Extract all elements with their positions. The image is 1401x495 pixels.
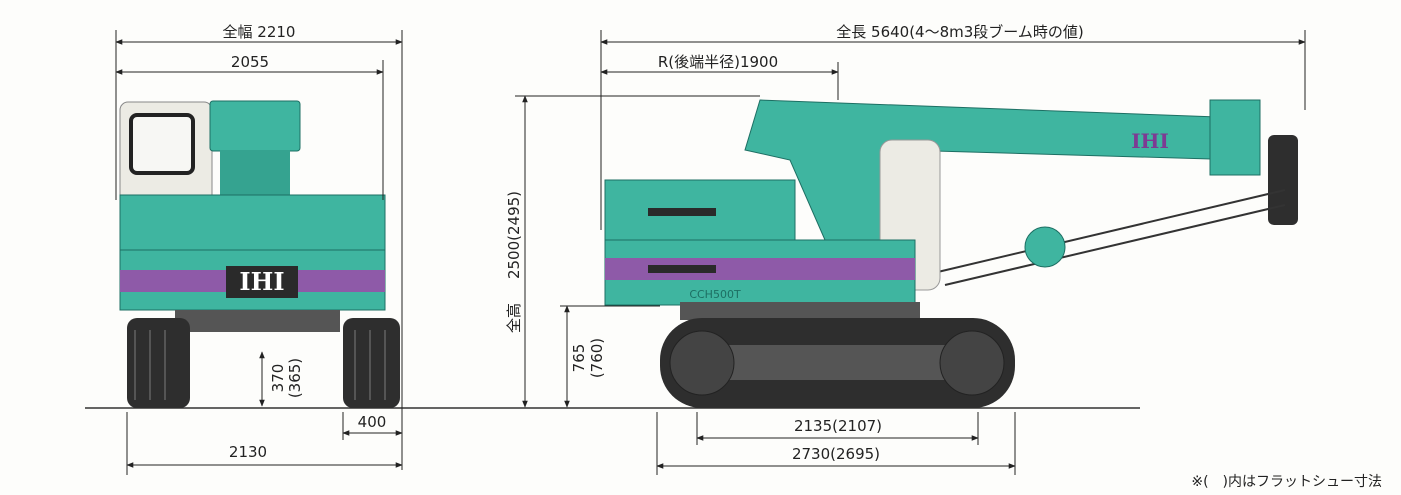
label-tumbler-distance: 2135(2107) <box>794 417 882 435</box>
side-plate-text: CCH500T <box>689 288 741 301</box>
side-crawler-frame <box>705 345 965 380</box>
label-width-2130: 2130 <box>229 443 267 461</box>
front-turntable <box>175 310 340 332</box>
front-cab-window <box>129 113 195 175</box>
front-crawler-right <box>343 318 400 408</box>
side-turntable <box>680 302 920 320</box>
side-boom-tip <box>1209 99 1261 176</box>
front-upper-body <box>119 194 386 251</box>
front-logo-plate <box>226 266 298 298</box>
front-crawler-left <box>127 318 190 408</box>
label-clearance-365: (365) <box>286 358 304 398</box>
label-clearance-370: 370 <box>269 364 287 393</box>
front-boom-top <box>209 100 301 152</box>
side-vent-1 <box>648 208 716 216</box>
side-boom <box>744 99 1246 241</box>
label-overall-height: 全高 <box>505 303 523 333</box>
footnote: ※( )内はフラットシュー寸法 <box>1191 474 1382 490</box>
label-height-760: (760) <box>588 338 606 378</box>
label-overall-length: 全長 5640(4～8m3段ブーム時の値) <box>836 23 1083 41</box>
side-hook-block <box>1024 226 1066 268</box>
label-tail-radius: R(後端半径)1900 <box>658 53 778 71</box>
front-logo-text: IHI <box>239 267 284 296</box>
side-purple-stripe <box>605 258 915 280</box>
label-overall-width: 全幅 2210 <box>223 23 296 41</box>
front-view-crane: IHI <box>119 100 400 408</box>
side-vent-2 <box>648 265 716 273</box>
front-boom-neck <box>220 150 290 195</box>
side-dimensions <box>515 30 1306 475</box>
boom-logo-text: IHI <box>1131 129 1169 153</box>
label-overall-height-value: 2500(2495) <box>505 191 523 279</box>
side-view-crane: IHI CCH500T <box>604 99 1298 408</box>
label-crawler-length: 2730(2695) <box>792 445 880 463</box>
label-height-765: 765 <box>570 344 588 373</box>
label-shoe-400: 400 <box>358 413 387 431</box>
front-dimensions <box>115 30 403 475</box>
label-width-2055: 2055 <box>231 53 269 71</box>
side-boom-head-sheave <box>1268 135 1298 225</box>
